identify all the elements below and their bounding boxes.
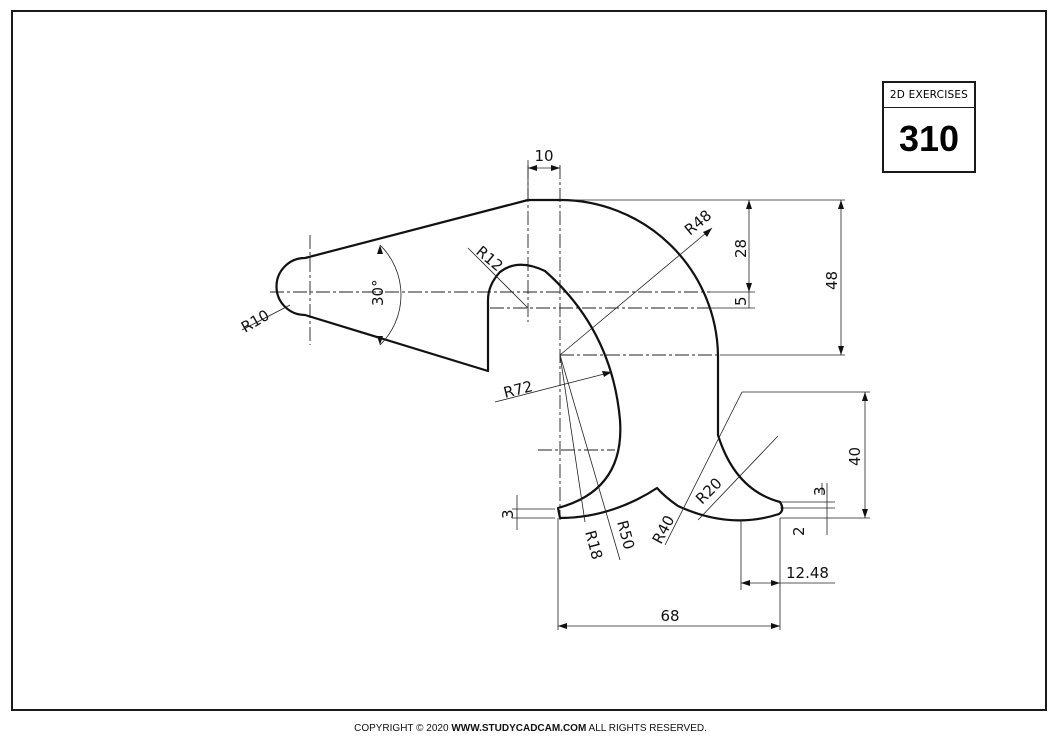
- dim-h40: 40: [846, 447, 864, 466]
- dim-r18: R18: [581, 528, 606, 561]
- dim-r40: R40: [649, 512, 679, 547]
- dim-r48: R48: [681, 206, 715, 239]
- dim-r20: R20: [692, 474, 726, 508]
- drawing-frame: [11, 10, 1047, 711]
- dim-r72: R72: [502, 377, 535, 402]
- dim-top-width: 10: [534, 147, 553, 165]
- title-block-label: 2D EXERCISES: [884, 83, 974, 108]
- dim-r10: R10: [238, 306, 273, 336]
- dim-h5: 5: [732, 296, 750, 306]
- copyright-site-link[interactable]: WWW.STUDYCADCAM.COM: [451, 723, 587, 734]
- dim-w68: 68: [660, 607, 679, 625]
- copyright-prefix: COPYRIGHT © 2020: [354, 723, 452, 734]
- dimension-lines: [241, 160, 870, 630]
- dim-h48: 48: [823, 271, 841, 290]
- copyright-suffix: ALL RIGHTS RESERVED.: [586, 723, 707, 734]
- dim-h28: 28: [732, 239, 750, 258]
- copyright-notice: COPYRIGHT © 2020 WWW.STUDYCADCAM.COM ALL…: [0, 723, 1061, 734]
- dim-h3-left: 3: [499, 509, 517, 519]
- center-lines: [270, 165, 720, 520]
- title-block: 2D EXERCISES 310: [882, 81, 976, 173]
- arrowheads: [377, 165, 868, 629]
- dim-h2: 2: [790, 526, 808, 536]
- dim-r50: R50: [613, 518, 638, 551]
- part-outline: [275, 198, 784, 522]
- exercise-number: 310: [898, 118, 960, 159]
- dim-h3-right: 3: [811, 486, 829, 496]
- dim-angle: 30°: [369, 279, 387, 306]
- outline-path: [275, 198, 784, 522]
- dim-w1248: 12.48: [786, 564, 829, 582]
